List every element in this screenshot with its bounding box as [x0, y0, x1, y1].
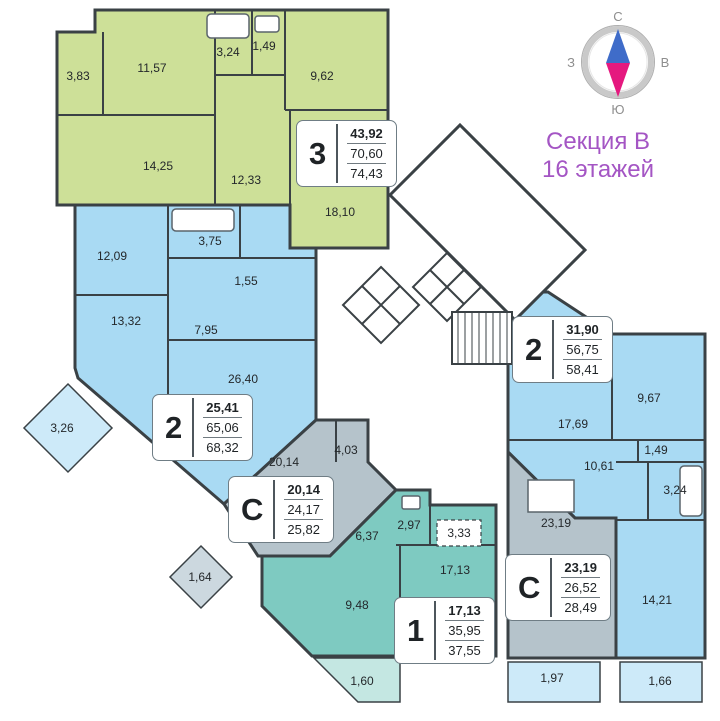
apartment-areas: 43,92 70,60 74,43 [336, 124, 386, 183]
area-living: 23,19 [564, 560, 597, 575]
room-area-label: 3,33 [447, 526, 471, 540]
apartment-badge-1: 1 17,13 35,95 37,55 [394, 597, 495, 664]
apartment-badge-3: 3 43,92 70,60 74,43 [296, 120, 397, 187]
room-area-label: 9,62 [310, 69, 334, 83]
compass-needle-north [606, 29, 630, 63]
balcony-1-97 [507, 661, 601, 703]
area-total: 58,41 [563, 359, 602, 379]
room-area-label: 10,61 [583, 459, 615, 473]
room-area-label: 4,03 [334, 443, 358, 457]
room-area-label: 17,69 [557, 417, 589, 431]
area-living: 31,90 [566, 322, 599, 337]
compass-rose: С Ю З В [562, 6, 674, 118]
apartment-type: 3 [309, 136, 327, 171]
elevator-shaft-2-icon [411, 251, 483, 323]
balcony-3-26 [22, 382, 114, 474]
room-area-label: 3,24 [663, 483, 687, 497]
room-area-label: 3,24 [216, 45, 240, 59]
room-area-label: 7,95 [194, 323, 218, 337]
area-main: 70,60 [347, 143, 386, 163]
apartment-type: С [518, 570, 541, 605]
room-area-label: 1,97 [540, 671, 564, 685]
area-main: 26,52 [561, 577, 600, 597]
area-total: 25,82 [284, 519, 323, 539]
apartment-areas: 25,41 65,06 68,32 [192, 398, 242, 457]
room-area-label: 9,48 [345, 598, 369, 612]
room-area-label: 3,75 [198, 234, 222, 248]
room-area-label: 12,33 [230, 173, 262, 187]
room-area-label: 13,32 [110, 314, 142, 328]
toilet-icon [254, 15, 280, 33]
room-area-label: 1,60 [350, 674, 374, 688]
floors-count: 16 этажей [542, 156, 654, 183]
room-area-label: 2,97 [397, 518, 421, 532]
apartment-badge-studio-right: С 23,19 26,52 28,49 [505, 554, 611, 621]
bathroom-icon [527, 479, 575, 513]
apartment-type: 1 [407, 613, 425, 648]
stairs-icon [451, 311, 513, 365]
area-main: 35,95 [445, 620, 484, 640]
area-total: 37,55 [445, 640, 484, 660]
sink-icon [401, 495, 421, 510]
section-title-block: Секция В 16 этажей [505, 128, 691, 184]
room-area-label: 1,64 [188, 570, 212, 584]
apartment-badge-2-left: 2 25,41 65,06 68,32 [152, 394, 253, 461]
room-area-label: 11,57 [137, 61, 167, 75]
bathtub-icon [679, 465, 703, 517]
room-area-label: 12,09 [96, 249, 128, 263]
apartment-areas: 17,13 35,95 37,55 [434, 601, 484, 660]
apartment-type: 2 [525, 332, 543, 367]
apartment-areas: 31,90 56,75 58,41 [552, 320, 602, 379]
area-total: 74,43 [347, 163, 386, 183]
area-living: 25,41 [206, 400, 239, 415]
area-living: 43,92 [350, 126, 383, 141]
compass-needle-south [606, 63, 630, 97]
area-total: 68,32 [203, 437, 242, 457]
room-area-label: 1,49 [644, 443, 668, 457]
compass-icon: С Ю З В [567, 9, 670, 117]
apartment-badge-2-right: 2 31,90 56,75 58,41 [512, 316, 613, 383]
room-area-label: 23,19 [540, 516, 572, 530]
apartment-type: С [241, 492, 264, 527]
room-area-label: 14,21 [641, 593, 673, 607]
apartment-areas: 23,19 26,52 28,49 [550, 558, 600, 617]
duct-dashed-box [436, 519, 482, 547]
room-area-label: 1,66 [648, 674, 672, 688]
compass-letter-south: Ю [611, 102, 624, 117]
balcony-1-64 [168, 544, 234, 610]
section-name: Секция В [545, 128, 650, 155]
room-area-label: 1,55 [234, 274, 258, 288]
area-main: 65,06 [203, 417, 242, 437]
area-living: 17,13 [448, 603, 481, 618]
balcony-1-66 [619, 661, 703, 703]
apartment-type: 2 [165, 410, 183, 445]
bathtub-icon [171, 208, 235, 232]
area-living: 20,14 [287, 482, 320, 497]
room-area-label: 6,37 [355, 529, 379, 543]
area-total: 28,49 [561, 597, 600, 617]
apartment-areas: 20,14 24,17 25,82 [273, 480, 323, 539]
area-main: 56,75 [563, 339, 602, 359]
bathroom-fixtures [171, 13, 703, 517]
room-area-label: 14,25 [142, 159, 174, 173]
room-area-label: 18,10 [324, 205, 356, 219]
elevator-shaft-icon [341, 265, 421, 345]
bathtub-icon [206, 13, 250, 39]
room-area-label: 20,14 [268, 455, 300, 469]
room-area-label: 1,49 [252, 39, 276, 53]
room-area-label: 9,67 [637, 391, 661, 405]
room-area-label: 26,40 [227, 372, 259, 386]
apartment-badge-studio-left: С 20,14 24,17 25,82 [228, 476, 334, 543]
room-area-label: 3,83 [66, 69, 90, 83]
compass-letter-north: С [613, 9, 622, 24]
room-area-label: 3,26 [50, 421, 74, 435]
interior-walls [57, 10, 705, 656]
compass-letter-west: З [567, 55, 575, 70]
compass-letter-east: В [661, 55, 670, 70]
area-main: 24,17 [284, 499, 323, 519]
room-area-label: 17,13 [439, 563, 471, 577]
balcony-1-60 [312, 657, 401, 703]
